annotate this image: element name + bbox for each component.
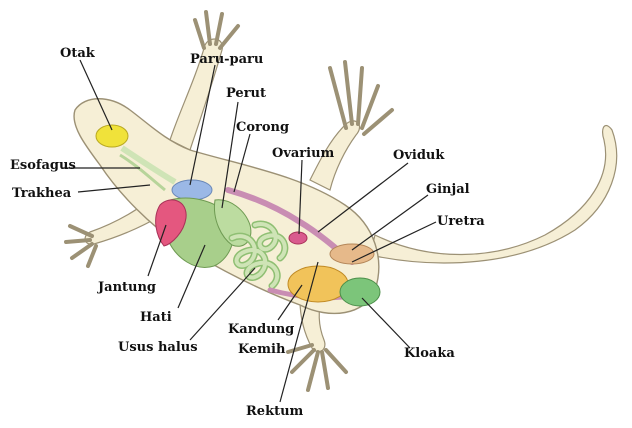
label-ovarium: Ovarium xyxy=(272,146,334,161)
label-ginjal: Ginjal xyxy=(426,182,470,197)
lizard-tail xyxy=(370,125,617,263)
label-paru-paru: Paru-paru xyxy=(190,52,263,67)
label-otak: Otak xyxy=(60,46,95,61)
label-corong: Corong xyxy=(236,120,289,135)
label-perut: Perut xyxy=(226,86,266,101)
label-usus-halus: Usus halus xyxy=(118,340,198,355)
bladder-organ xyxy=(288,266,348,302)
label-uretra: Uretra xyxy=(437,214,485,229)
cloaca-organ xyxy=(340,278,380,306)
label-trakhea: Trakhea xyxy=(12,186,71,201)
label-esofagus: Esofagus xyxy=(10,158,76,173)
label-oviduk: Oviduk xyxy=(393,148,444,163)
kidney-organ xyxy=(330,244,374,264)
leader-kloaka xyxy=(362,298,410,348)
label-kandung: Kandung xyxy=(228,322,294,337)
label-kloaka: Kloaka xyxy=(404,346,455,361)
ovary-organ xyxy=(289,232,307,244)
label-rektum: Rektum xyxy=(246,404,303,419)
front-left-hand xyxy=(195,12,238,48)
lung-organ xyxy=(172,180,212,200)
label-jantung: Jantung xyxy=(98,280,156,295)
brain-organ xyxy=(96,125,128,147)
label-kemih: Kemih xyxy=(238,342,285,357)
hind-right-foot xyxy=(288,345,346,390)
label-hati: Hati xyxy=(140,310,172,325)
hind-left-foot xyxy=(330,62,392,134)
